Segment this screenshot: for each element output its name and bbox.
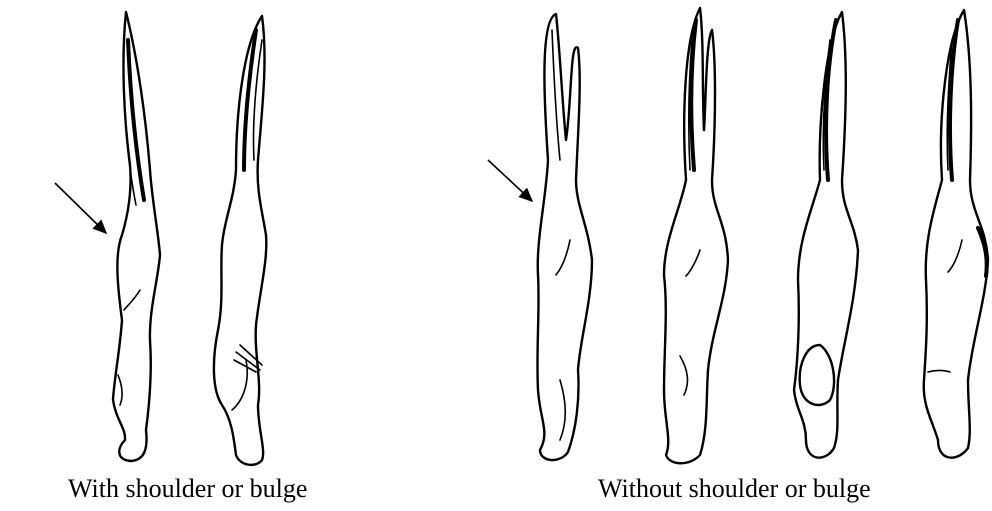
- caption-without-bulge: Without shoulder or bulge: [598, 474, 871, 504]
- figure-without-bulge-2: [664, 8, 728, 463]
- figure-without-bulge-3: [794, 12, 858, 458]
- caption-with-bulge: With shoulder or bulge: [68, 474, 307, 504]
- arrow-left: [55, 183, 106, 233]
- figure-without-bulge-1: [537, 14, 592, 460]
- figure-without-bulge-4: [924, 10, 988, 458]
- figure-with-bulge-2: [214, 16, 266, 465]
- arrow-right: [488, 160, 532, 201]
- figure-with-bulge-1: [113, 12, 160, 461]
